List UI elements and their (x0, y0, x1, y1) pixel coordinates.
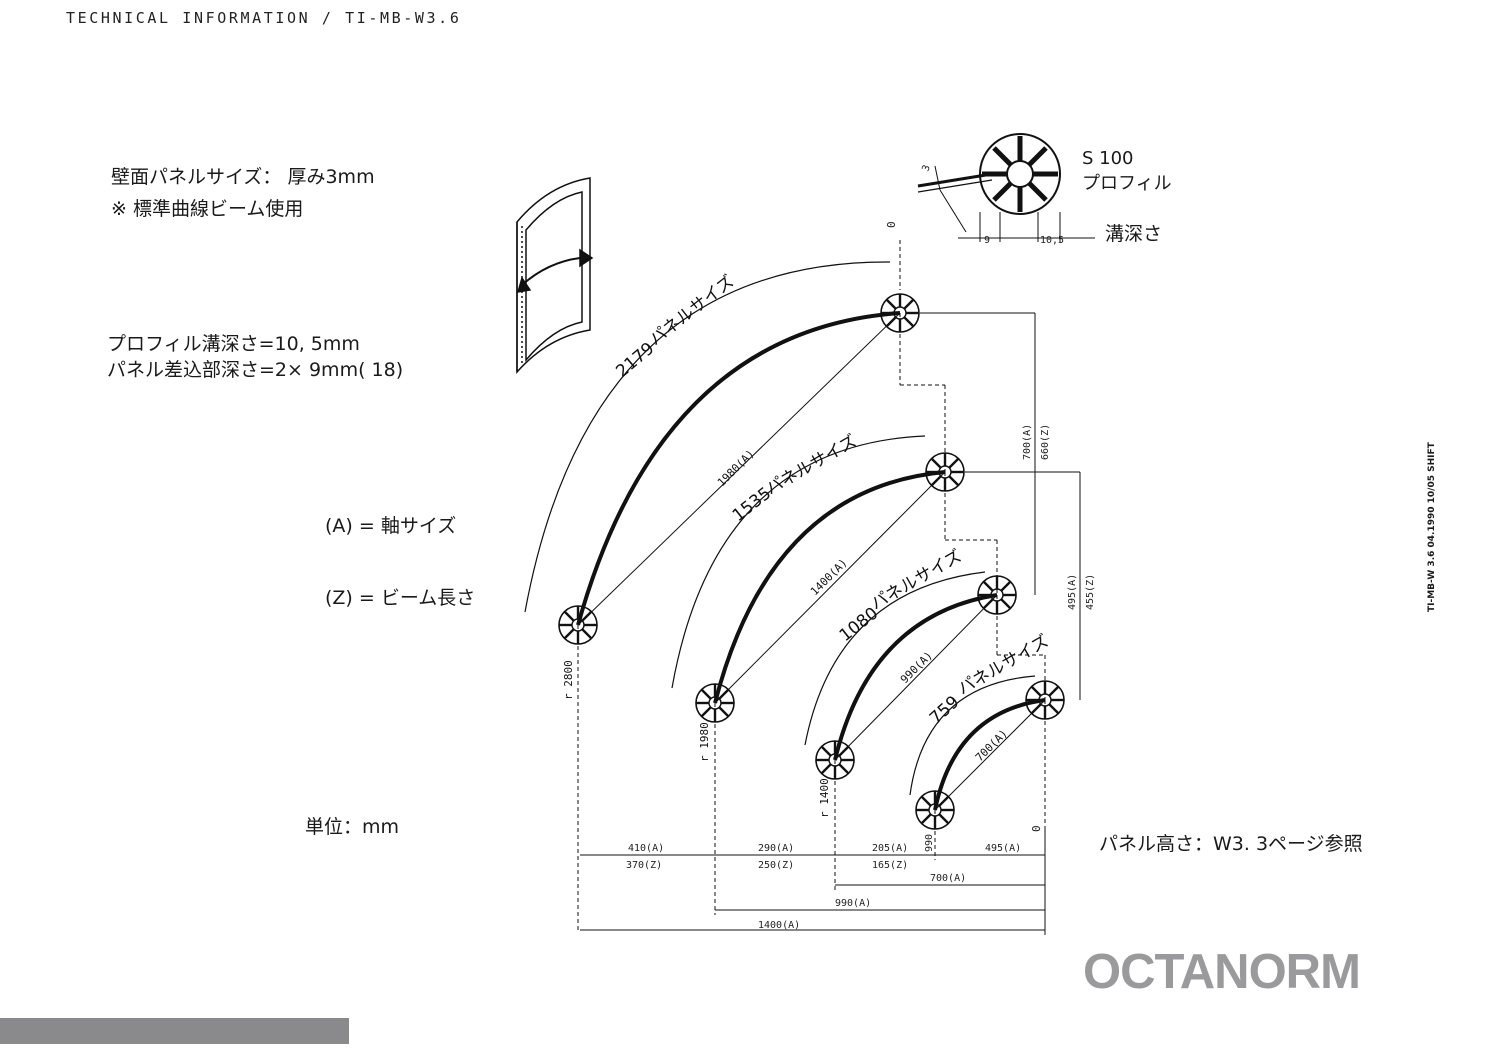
arc-label-2179-text: パネルサイズ (646, 272, 738, 350)
arc-2800 (576, 311, 901, 626)
legend-axis-size: (A) = 軸サイズ (325, 515, 457, 537)
profile-dim-left: 9 (984, 235, 990, 246)
chord-1400: 1400(A) (808, 556, 850, 598)
radius-1400: r 1400 (818, 778, 831, 818)
arc-2800-dim (524, 261, 891, 613)
legend-beam-length: (Z) = ビーム長さ (325, 587, 476, 609)
chord-1980: 1980(A) (715, 447, 757, 489)
radius-1980: r 1980 (698, 722, 711, 762)
bdim-495a: 495(A) (985, 843, 1021, 854)
arc-label-1535-text: パネルサイズ (763, 431, 861, 499)
document-header: TECHNICAL INFORMATION / TI-MB-W3.6 (66, 9, 462, 27)
bdim-1400a: 1400(A) (758, 920, 800, 931)
footer-bar (0, 1018, 349, 1044)
beam-note: ※ 標準曲線ビーム使用 (111, 198, 304, 220)
profile-cross-section (917, 133, 1095, 242)
octanorm-logo: OCTANORM (1083, 945, 1361, 999)
arc-label-1080-text: パネルサイズ (868, 546, 966, 614)
vdim-660z: 660(Z) (1040, 424, 1051, 460)
bdim-250z: 250(Z) (758, 860, 794, 871)
panel-arcs (524, 261, 1046, 811)
bdim-165z: 165(Z) (872, 860, 908, 871)
profile-sub: プロフィル (1082, 173, 1172, 194)
profile-thickness: 3 (920, 164, 932, 173)
bdim-205a: 205(A) (872, 843, 908, 854)
vdim-495a: 495(A) (1067, 574, 1078, 610)
arc-1980-dim (671, 435, 926, 689)
bottom-dims: 410(A) 290(A) 205(A) 495(A) 370(Z) 250(Z… (626, 834, 1021, 931)
bdim-410a: 410(A) (628, 843, 664, 854)
bdim-700a: 700(A) (930, 873, 966, 884)
insert-depth-note: パネル差込部深さ=2× 9mm( 18) (107, 359, 404, 381)
profile-name: S 100 (1082, 148, 1134, 169)
profile-dim-right: 10,5 (1040, 235, 1064, 246)
arc-label-759-text: パネルサイズ (955, 631, 1053, 699)
logo-mark-icon (1435, 950, 1473, 988)
arc-990 (933, 698, 1046, 811)
panel-size-note: 壁面パネルサイズ： 厚み3mm (111, 166, 375, 188)
bdim-990a: 990(A) (835, 898, 871, 909)
profile-dims: 9 10,5 3 (920, 164, 1064, 246)
vdim-700a: 700(A) (1022, 424, 1033, 460)
arc-1400-dim (804, 571, 986, 746)
chord-990: 990(A) (898, 649, 935, 686)
arc-1400 (833, 593, 998, 761)
zero-bottom: 0 (1030, 825, 1043, 832)
vertical-dims: 700(A) 660(Z) 495(A) 455(Z) (1022, 424, 1096, 610)
groove-depth-label: 溝深さ (1105, 223, 1163, 245)
curved-panel-sketch (516, 177, 594, 374)
chord-700: 700(A) (973, 727, 1010, 764)
arc-1980 (713, 470, 946, 704)
zero-top: 0 (885, 221, 898, 228)
radius-2800: r 2800 (562, 660, 575, 700)
groove-depth-note: プロフィル溝深さ=10, 5mm (107, 333, 360, 355)
bdim-990: 990 (924, 834, 935, 852)
bdim-370z: 370(Z) (626, 860, 662, 871)
side-document-code: TI-MB-W 3.6 04.1990 10/05 SHIFT (1427, 442, 1437, 612)
bdim-290a: 290(A) (758, 843, 794, 854)
arc-990-dim (909, 675, 1036, 796)
dimension-lines (580, 312, 1081, 935)
unit-note: 単位：mm (305, 816, 400, 838)
vdim-455z: 455(Z) (1085, 574, 1096, 610)
arc-label-759: 759 (926, 692, 964, 729)
panel-height-note: パネル高さ：W3. 3ページ参照 (1099, 833, 1363, 855)
